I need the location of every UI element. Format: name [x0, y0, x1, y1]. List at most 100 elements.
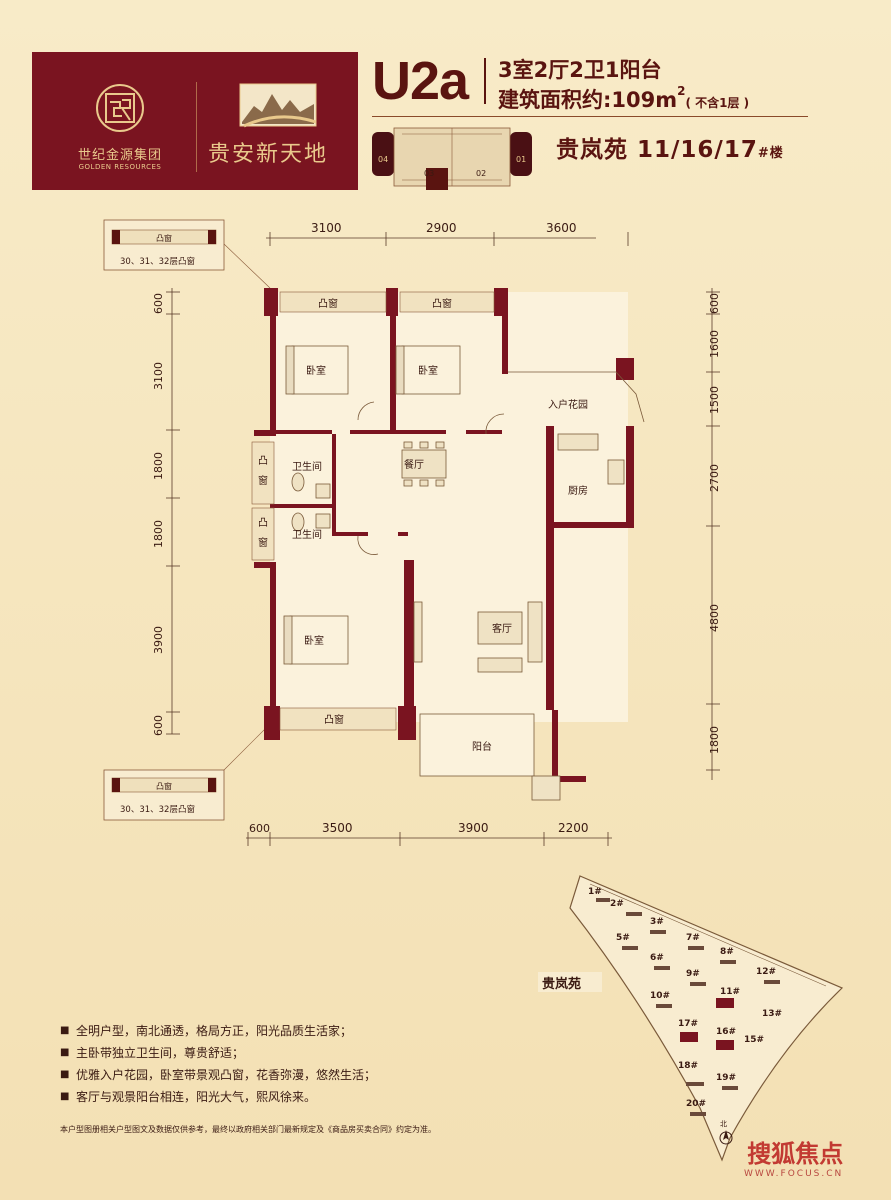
- dim-left-6: 600: [152, 715, 165, 736]
- bldg-12: 12#: [756, 967, 776, 977]
- feature-item: 主卧带独立卫生间，尊贵舒适；: [60, 1042, 440, 1064]
- building-info: 贵岚苑 11/16/17#楼: [556, 130, 784, 164]
- dim-right-2: 1600: [708, 330, 721, 358]
- gr-monogram-icon: [96, 84, 144, 132]
- group-name-en: GOLDEN RESOURCES: [78, 163, 162, 171]
- group-name-cn: 世纪金源集团: [77, 148, 162, 163]
- bldg-19: 19#: [716, 1073, 736, 1083]
- area-sup: 2: [677, 84, 686, 98]
- building-name: 贵岚苑: [556, 137, 628, 163]
- callout-top: [103, 219, 271, 289]
- building-suffix: #楼: [757, 146, 784, 161]
- dimension-left: [166, 288, 180, 735]
- watermark-main: 搜狐焦点: [747, 1140, 844, 1168]
- kitchen-label: 厨房: [568, 484, 588, 497]
- dim-bottom-3: 3900: [458, 821, 489, 835]
- living-furniture: [413, 601, 543, 673]
- bldg-11: 11#: [720, 987, 740, 997]
- bathroom-label-2: 卫生间: [292, 528, 322, 541]
- siteplan-highlighted: [680, 998, 734, 1050]
- side-bay-window-1: 凸窗: [258, 455, 268, 487]
- dim-top-3: 3600: [546, 221, 577, 235]
- brand-divider: [196, 82, 197, 172]
- building-area: 建筑面积约:109m2( 不含1层 ): [498, 84, 749, 114]
- building-numbers: 11/16/17: [637, 137, 758, 163]
- living-label: 客厅: [492, 622, 512, 635]
- feature-item: 全明户型，南北通透，格局方正，阳光品质生活家；: [60, 1020, 440, 1042]
- dimension-top: [266, 232, 629, 246]
- dim-right-6: 1800: [708, 726, 721, 754]
- dim-left-2: 3100: [152, 362, 165, 390]
- north-label: 北: [720, 1120, 727, 1128]
- dim-left-5: 3900: [152, 626, 165, 654]
- bay-window-label-2: 凸窗: [432, 297, 452, 310]
- disclaimer: 本户型图册相关户型图文及数据仅供参考，最终以政府相关部门最新规定及《商品房买卖合…: [60, 1125, 436, 1134]
- dim-right-5: 4800: [708, 604, 721, 632]
- keyplan-unit-02: 02: [476, 169, 486, 178]
- dining-label: 餐厅: [404, 458, 424, 471]
- site-plan: 贵岚苑 1# 2# 3# 5# 7# 6# 8# 9# 12# 10# 11# …: [538, 875, 844, 1162]
- callout-bottom: [103, 723, 271, 821]
- dim-top-2: 2900: [426, 221, 457, 235]
- keyplan-unit-03: 03: [424, 169, 434, 178]
- dim-bottom-2: 3500: [322, 821, 353, 835]
- dim-bottom-1: 600: [249, 822, 270, 835]
- keyplan-unit-01: 01: [516, 155, 526, 164]
- side-bay-window-2: 凸窗: [258, 517, 268, 549]
- room-layout: 3室2厅2卫1阳台: [498, 58, 662, 82]
- bedroom-label-2: 卧室: [418, 364, 438, 377]
- dim-top-1: 3100: [311, 221, 342, 235]
- callout-bottom-caption: 30、31、32层凸窗: [120, 804, 195, 815]
- entry-garden-outline: [357, 371, 645, 801]
- bldg-17: 17#: [678, 1019, 698, 1029]
- dim-right-4: 2700: [708, 464, 721, 492]
- bldg-2: 2#: [610, 899, 624, 909]
- features-list: 全明户型，南北通透，格局方正，阳光品质生活家； 主卧带独立卫生间，尊贵舒适； 优…: [60, 1020, 440, 1108]
- area-label: 建筑面积约:: [498, 88, 612, 112]
- area-note: ( 不含1层 ): [685, 96, 750, 110]
- siteplan-buildings: 1# 2# 3# 5# 7# 6# 8# 9# 12# 10# 11# 13# …: [588, 887, 782, 1109]
- siteplan-blocks: [596, 898, 780, 1116]
- dim-left-4: 1800: [152, 520, 165, 548]
- bay-window-label-3: 凸窗: [324, 713, 344, 726]
- bedroom-label-3: 卧室: [304, 634, 324, 647]
- bldg-9: 9#: [686, 969, 700, 979]
- bedroom-label-1: 卧室: [306, 364, 326, 377]
- watermark: 搜狐焦点 WWW.FOCUS.CN: [744, 1134, 843, 1179]
- kitchen-fixtures: [557, 433, 625, 485]
- entry-garden-label: 入户花园: [548, 398, 588, 411]
- bldg-6: 6#: [650, 953, 664, 963]
- bldg-1: 1#: [588, 887, 602, 897]
- feature-item: 客厅与观景阳台相连，阳光大气，熙风徐来。: [60, 1086, 440, 1108]
- area-value: 109m: [611, 88, 678, 112]
- dimension-right: [706, 288, 720, 780]
- title-underline: [372, 116, 808, 117]
- dining-table: [401, 441, 447, 487]
- title-divider: [484, 58, 486, 104]
- floor-plan: 3100 2900 3600 600 3100 1800 1800 3900 6…: [103, 219, 721, 846]
- bldg-3: 3#: [650, 917, 664, 927]
- dim-right-1: 600: [708, 293, 721, 314]
- bldg-13: 13#: [762, 1009, 782, 1019]
- key-plan: 04 03 02 01: [372, 127, 532, 190]
- bldg-20: 20#: [686, 1099, 706, 1109]
- siteplan-label: 贵岚苑: [542, 976, 581, 992]
- bathroom-fixtures: [291, 472, 331, 532]
- callout-top-caption: 30、31、32层凸窗: [120, 256, 195, 267]
- project-name: 贵安新天地: [208, 142, 329, 167]
- feature-item: 优雅入户花园，卧室带景观凸窗，花香弥漫，悠然生活；: [60, 1064, 440, 1086]
- bay-window-label-1: 凸窗: [318, 297, 338, 310]
- bldg-8: 8#: [720, 947, 734, 957]
- callout-top-window: 凸窗: [156, 233, 172, 243]
- bldg-16: 16#: [716, 1027, 736, 1037]
- bldg-18: 18#: [678, 1061, 698, 1071]
- dim-bottom-4: 2200: [558, 821, 589, 835]
- dim-left-3: 1800: [152, 452, 165, 480]
- balcony-label: 阳台: [472, 740, 492, 753]
- callout-bottom-window: 凸窗: [156, 781, 172, 791]
- bathroom-label-1: 卫生间: [292, 460, 322, 473]
- brand-banner: 世纪金源集团 GOLDEN RESOURCES 贵安新天地: [32, 52, 358, 190]
- dim-left-1: 600: [152, 293, 165, 314]
- bldg-10: 10#: [650, 991, 670, 1001]
